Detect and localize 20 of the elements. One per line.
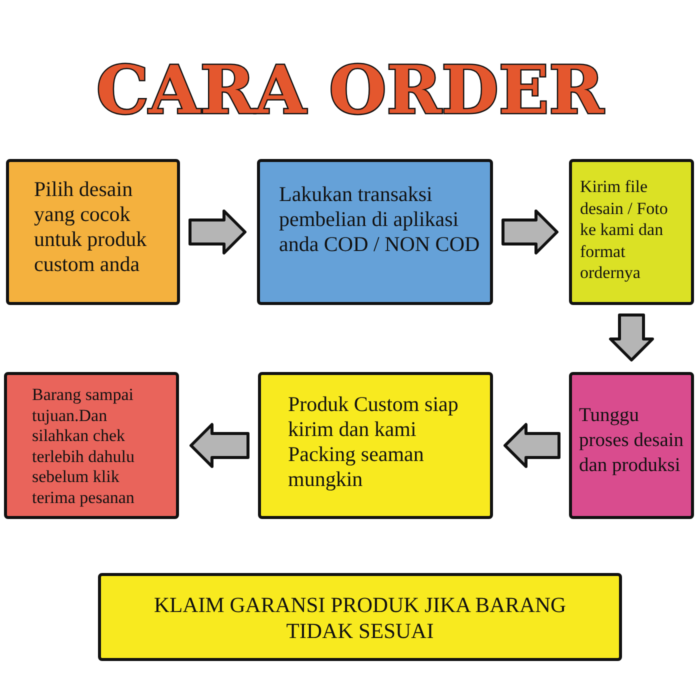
step-text: Lakukan transaksi pembelian di aplikasi anda COD / NON COD [279, 182, 481, 257]
step-text: Kirim file desain / Foto ke kami dan format ordernya [580, 176, 669, 284]
step-box [6, 159, 180, 305]
step-box [258, 372, 493, 519]
diagram-title: CARA ORDER [96, 52, 604, 128]
step-box [569, 372, 694, 519]
step-text: Barang sampai tujuan.Dan silahkan chek terlebih dahulu sebelum klik terima pesanan [32, 385, 136, 509]
note-text: KLAIM GARANSI PRODUK JIKA BARANG TIDAK SESUAI [152, 592, 568, 644]
step-box [4, 372, 179, 519]
block-arrow [502, 210, 558, 254]
block-arrow [190, 423, 250, 468]
step-text: Pilih desain yang cocok untuk produk custom anda [34, 177, 148, 277]
note-banner [98, 573, 622, 661]
step-box [569, 159, 694, 305]
block-arrow [504, 423, 560, 468]
step-text: Produk Custom siap kirim dan kami Packing seaman mungkin [288, 392, 460, 492]
block-arrow [609, 314, 654, 362]
step-text: Tunggu proses desain dan produksi [579, 404, 685, 478]
block-arrow [188, 210, 246, 254]
step-box [257, 159, 493, 305]
